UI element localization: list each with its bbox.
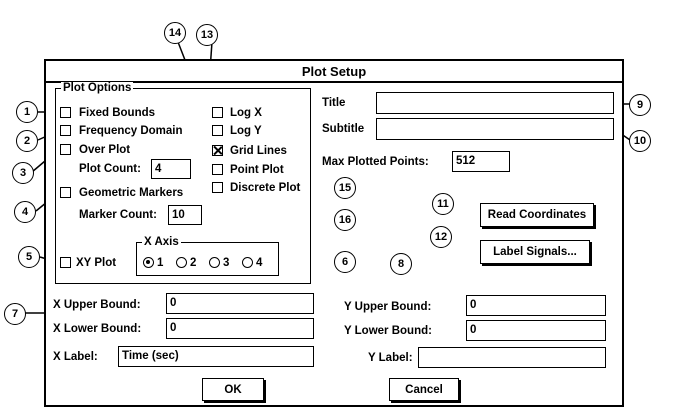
x-label-input[interactable]: Time (sec) xyxy=(118,346,314,367)
cancel-button[interactable]: Cancel xyxy=(389,378,459,401)
log-x-checkbox[interactable] xyxy=(212,107,223,118)
plot-options-legend: Plot Options xyxy=(61,82,134,94)
x-label-label: X Label: xyxy=(53,351,98,363)
over-plot-checkbox[interactable] xyxy=(60,144,71,155)
log-y-checkbox[interactable] xyxy=(212,125,223,136)
callout-16: 16 xyxy=(334,209,356,231)
callout-4: 4 xyxy=(14,201,36,223)
discrete-plot-label: Discrete Plot xyxy=(230,182,301,194)
over-plot-label: Over Plot xyxy=(79,144,131,156)
label-signals-button[interactable]: Label Signals... xyxy=(480,240,590,264)
x-axis-legend: X Axis xyxy=(142,236,181,248)
xy-plot-checkbox[interactable] xyxy=(60,257,71,268)
y-label-input[interactable] xyxy=(418,347,606,368)
callout-5: 5 xyxy=(18,246,40,268)
subtitle-label: Subtitle xyxy=(322,123,365,135)
callout-12: 12 xyxy=(430,226,452,248)
callout-3: 3 xyxy=(12,162,34,184)
callout-11: 11 xyxy=(432,193,454,215)
plot-count-input[interactable]: 4 xyxy=(151,159,191,179)
ok-button-label: OK xyxy=(224,383,242,396)
x-axis-radio-3[interactable] xyxy=(209,257,220,268)
marker-count-input[interactable]: 10 xyxy=(168,205,202,225)
log-y-label: Log Y xyxy=(230,125,262,137)
callout-6: 6 xyxy=(334,251,356,273)
dialog-title-bar[interactable]: Plot Setup xyxy=(46,61,622,83)
max-plotted-points-label: Max Plotted Points: xyxy=(322,156,429,168)
callout-7: 7 xyxy=(4,303,26,325)
subtitle-input[interactable] xyxy=(376,118,614,140)
x-axis-group xyxy=(136,242,279,276)
xy-plot-label: XY Plot xyxy=(76,257,117,269)
x-lower-bound-input[interactable]: 0 xyxy=(166,318,314,339)
dialog-title: Plot Setup xyxy=(301,63,367,79)
fixed-bounds-label: Fixed Bounds xyxy=(79,107,156,119)
x-axis-radio-4[interactable] xyxy=(242,257,253,268)
x-axis-option-3: 3 xyxy=(223,257,230,269)
y-lower-bound-label: Y Lower Bound: xyxy=(344,325,432,337)
callout-15: 15 xyxy=(334,177,356,199)
read-coordinates-label: Read Coordinates xyxy=(487,209,587,221)
callout-14: 14 xyxy=(164,22,186,44)
log-x-label: Log X xyxy=(230,107,262,119)
fixed-bounds-checkbox[interactable] xyxy=(60,107,71,118)
x-upper-bound-label: X Upper Bound: xyxy=(53,299,141,311)
y-label-label: Y Label: xyxy=(368,352,413,364)
frequency-domain-checkbox[interactable] xyxy=(60,125,71,136)
x-axis-radio-1[interactable] xyxy=(143,257,154,268)
callout-10: 10 xyxy=(629,130,651,152)
callout-2: 2 xyxy=(16,130,38,152)
title-input[interactable] xyxy=(376,92,614,114)
marker-count-label: Marker Count: xyxy=(79,209,157,221)
discrete-plot-checkbox[interactable] xyxy=(212,182,223,193)
grid-lines-checkbox[interactable] xyxy=(212,145,223,156)
x-axis-option-4: 4 xyxy=(256,257,263,269)
y-upper-bound-label: Y Upper Bound: xyxy=(344,301,432,313)
ok-button[interactable]: OK xyxy=(202,378,264,401)
point-plot-label: Point Plot xyxy=(230,164,284,176)
label-signals-label: Label Signals... xyxy=(493,246,577,258)
x-axis-option-2: 2 xyxy=(190,257,197,269)
cancel-button-label: Cancel xyxy=(405,383,443,396)
x-axis-radio-2[interactable] xyxy=(176,257,187,268)
callout-1: 1 xyxy=(16,101,38,123)
callout-13: 13 xyxy=(196,24,218,46)
x-lower-bound-label: X Lower Bound: xyxy=(53,323,142,335)
max-plotted-points-input[interactable]: 512 xyxy=(452,151,510,172)
y-lower-bound-input[interactable]: 0 xyxy=(466,320,606,341)
read-coordinates-button[interactable]: Read Coordinates xyxy=(480,203,594,227)
grid-lines-label: Grid Lines xyxy=(230,145,287,157)
title-label: Title xyxy=(322,97,346,109)
plot-options-group xyxy=(55,88,311,284)
plot-count-label: Plot Count: xyxy=(79,163,141,175)
frequency-domain-label: Frequency Domain xyxy=(79,125,183,137)
y-upper-bound-input[interactable]: 0 xyxy=(466,295,606,316)
geometric-markers-checkbox[interactable] xyxy=(60,187,71,198)
geometric-markers-label: Geometric Markers xyxy=(79,187,184,199)
x-upper-bound-input[interactable]: 0 xyxy=(166,293,314,314)
callout-8: 8 xyxy=(390,253,412,275)
point-plot-checkbox[interactable] xyxy=(212,164,223,175)
callout-9: 9 xyxy=(629,94,651,116)
x-axis-option-1: 1 xyxy=(157,257,164,269)
